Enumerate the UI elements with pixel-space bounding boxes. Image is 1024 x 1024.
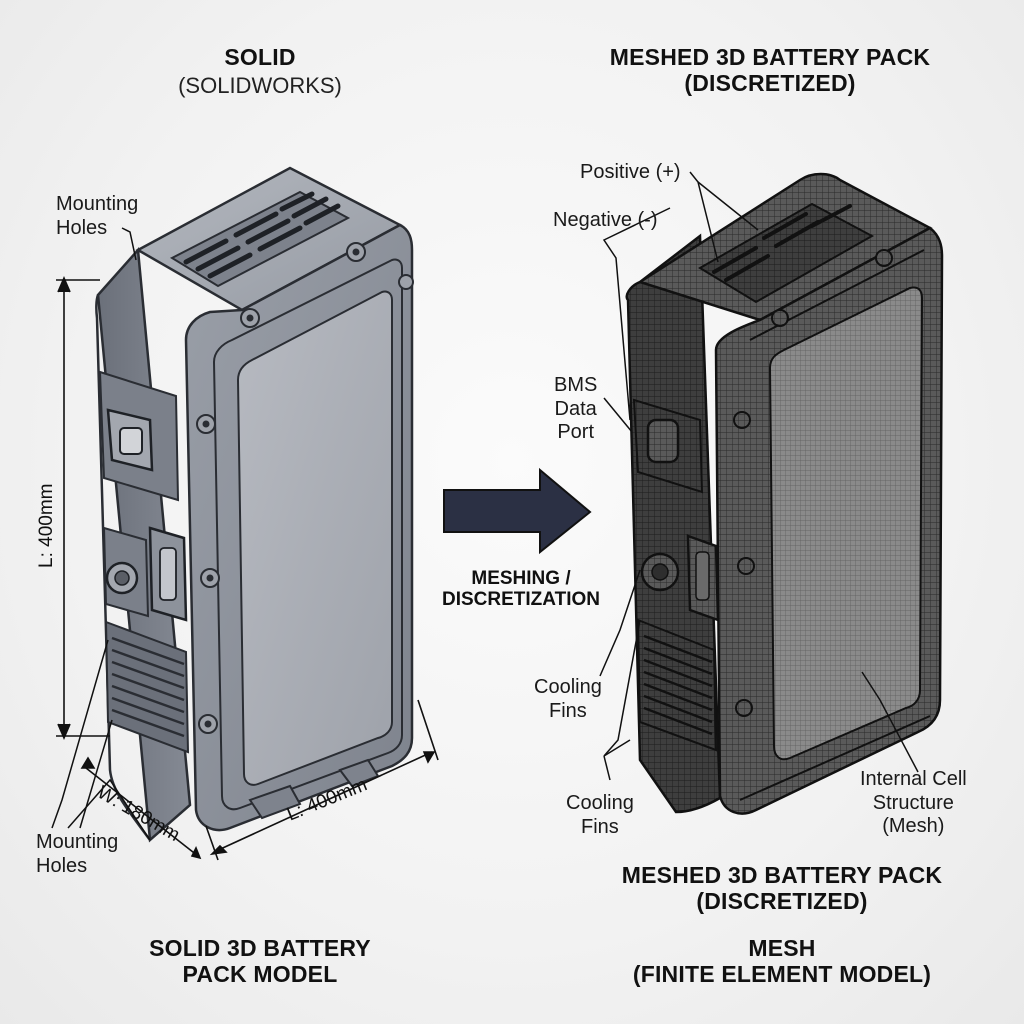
mesh-front-panel: [768, 286, 924, 761]
mesh-cooling-fins: [636, 618, 718, 752]
solid-subtitle: (SOLIDWORKS): [178, 73, 342, 98]
leader-lines-left: [51, 227, 151, 841]
mesh-caption-line1: MESH: [748, 935, 816, 961]
solid-caption: SOLID 3D BATTERY PACK MODEL: [110, 935, 410, 988]
solid-caption-line2: PACK MODEL: [182, 960, 338, 987]
mesh-title-line1: MESHED 3D BATTERY PACK: [609, 44, 931, 70]
label-mounting-holes-top: Mounting Holes: [56, 193, 139, 239]
process-arrow: [443, 467, 592, 555]
label-cooling-fins-1: Cooling Fins: [534, 676, 602, 722]
mesh-top-vent: [698, 202, 875, 304]
solid-caption-line1: SOLID 3D BATTERY: [149, 935, 371, 961]
leader-lines-right: [599, 171, 919, 781]
mesh-bottom-title-line2: (DISCRETIZED): [696, 887, 868, 914]
mesh-bottom-title-line1: MESHED 3D BATTERY PACK: [621, 862, 943, 888]
label-positive: Positive (+): [580, 161, 681, 183]
label-negative: Negative (-): [553, 209, 658, 231]
label-cooling-fins-2: Cooling Fins: [566, 792, 634, 838]
label-mounting-holes-bottom: Mounting Holes: [36, 831, 119, 877]
mesh-caption: MESH (FINITE ELEMENT MODEL): [582, 935, 982, 988]
solid-title: SOLID: [224, 44, 296, 70]
process-label-line2: DISCRETIZATION: [442, 589, 600, 611]
mesh-caption-line2: (FINITE ELEMENT MODEL): [632, 960, 932, 987]
dimension-lines: [56, 275, 439, 861]
label-internal-cell: Internal Cell Structure (Mesh): [860, 768, 967, 838]
process-label-line1: MESHING /: [471, 568, 571, 589]
mesh-battery-model: [625, 172, 944, 815]
solid-cooling-fins: [104, 620, 190, 754]
process-label: MESHING / DISCRETIZATION: [416, 568, 626, 611]
dim-height-label: L: 400mm: [36, 483, 57, 568]
mesh-bottom-title: MESHED 3D BATTERY PACK (DISCRETIZED): [572, 862, 992, 915]
label-bms-port: BMS Data Port: [554, 374, 598, 444]
vent-slots: [183, 191, 341, 279]
solid-top-vent: [169, 190, 351, 288]
mesh-title-line2: (DISCRETIZED): [684, 69, 856, 96]
mesh-title: MESHED 3D BATTERY PACK (DISCRETIZED): [560, 44, 980, 97]
solid-battery-model: [95, 166, 414, 843]
solid-front-rim: [212, 258, 403, 811]
solid-front-panel: [236, 290, 393, 786]
